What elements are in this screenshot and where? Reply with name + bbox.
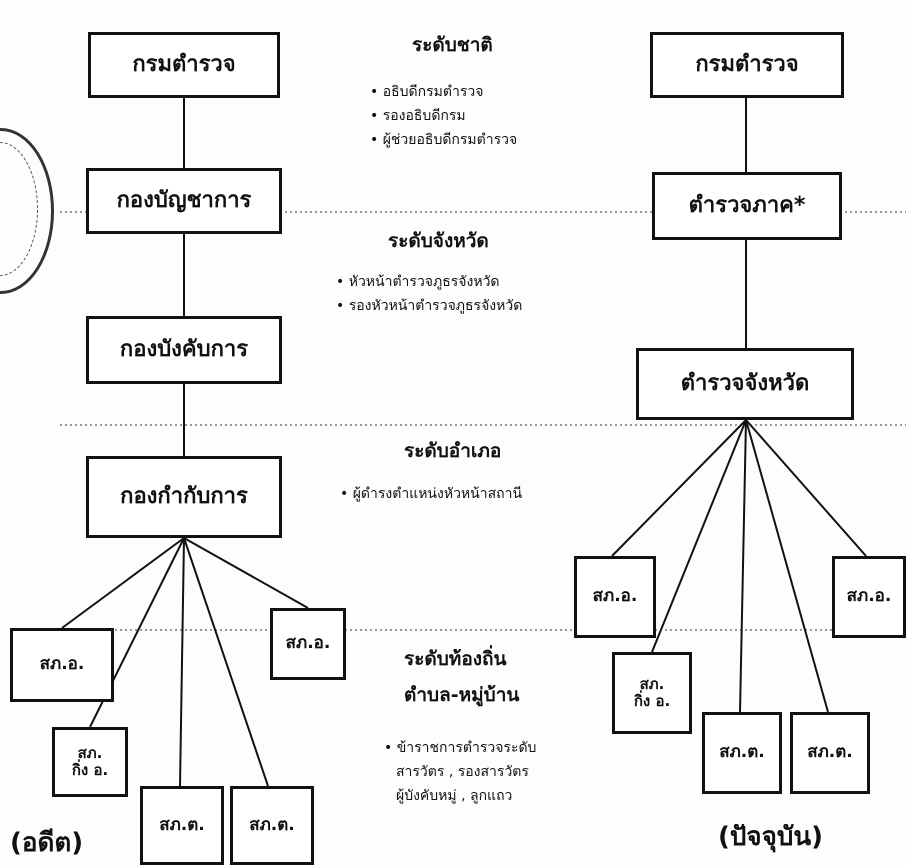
present-province-box: ตำรวจจังหวัด bbox=[636, 348, 854, 420]
local-level-list: ข้าราชการตำรวจระดับ bbox=[384, 736, 537, 760]
past-fan-3 bbox=[179, 537, 185, 787]
national-level-item: อธิบดีกรมตำรวจ bbox=[370, 80, 517, 104]
past-station-label-2b: กิ่ง อ. bbox=[71, 761, 109, 779]
past-subdivision-label: กองกำกับการ bbox=[120, 484, 248, 510]
past-station-label-4: สภ.ต. bbox=[249, 814, 295, 835]
provincial-level-item: หัวหน้าตำรวจภูธรจังหวัด bbox=[336, 270, 522, 294]
past-fan-5 bbox=[183, 537, 309, 609]
local-level-heading-2: ตำบล-หมู่บ้าน bbox=[404, 684, 520, 706]
local-level-item: ข้าราชการตำรวจระดับ bbox=[384, 736, 537, 760]
local-level-heading-1: ระดับท้องถิ่น bbox=[404, 648, 507, 670]
national-level-list: อธิบดีกรมตำรวจ รองอธิบดีกรม ผู้ช่วยอธิบด… bbox=[370, 80, 517, 152]
present-caption: (ปัจจุบัน) bbox=[718, 822, 824, 852]
past-station-box-1: สภ.อ. bbox=[10, 628, 114, 702]
district-level-heading: ระดับอำเภอ bbox=[404, 440, 502, 462]
present-station-box-1: สภ.อ. bbox=[574, 556, 656, 638]
provincial-level-heading: ระดับจังหวัด bbox=[388, 230, 489, 252]
past-station-box-2: สภ. กิ่ง อ. bbox=[52, 727, 128, 797]
present-station-label-2a: สภ. bbox=[639, 674, 665, 693]
past-caption: (อดีต) bbox=[10, 828, 84, 858]
present-station-box-2: สภ. กิ่ง อ. bbox=[612, 652, 692, 734]
past-station-label-1: สภ.อ. bbox=[39, 654, 85, 675]
local-level-item: สารวัตร , รองสารวัตร bbox=[396, 764, 529, 780]
past-station-box-5: สภ.อ. bbox=[270, 608, 346, 680]
present-region-label: ตำรวจภาค* bbox=[688, 193, 806, 219]
past-station-label-2a: สภ. bbox=[77, 743, 103, 762]
past-command-box: กองบัญชาการ bbox=[86, 168, 282, 234]
present-station-label-2b: กิ่ง อ. bbox=[633, 692, 671, 710]
past-station-label-3: สภ.ต. bbox=[159, 814, 205, 835]
present-fan-3 bbox=[739, 419, 747, 713]
present-fan-5 bbox=[745, 419, 867, 557]
present-dept-box: กรมตำรวจ bbox=[650, 32, 844, 98]
present-dept-label: กรมตำรวจ bbox=[695, 52, 799, 78]
past-station-box-4: สภ.ต. bbox=[230, 786, 314, 865]
past-dept-label: กรมตำรวจ bbox=[132, 52, 236, 78]
present-fan-2 bbox=[651, 419, 747, 653]
present-province-label: ตำรวจจังหวัด bbox=[680, 371, 810, 397]
past-fan-4 bbox=[183, 537, 269, 787]
district-level-list: ผู้ดำรงตำแหน่งหัวหน้าสถานี bbox=[340, 482, 522, 506]
present-fan-1 bbox=[611, 419, 747, 557]
present-region-box: ตำรวจภาค* bbox=[652, 172, 842, 240]
present-station-box-5: สภ.อ. bbox=[832, 556, 906, 638]
national-level-item: รองอธิบดีกรม bbox=[370, 104, 517, 128]
district-level-item: ผู้ดำรงตำแหน่งหัวหน้าสถานี bbox=[340, 482, 522, 506]
past-fan-1 bbox=[61, 537, 185, 629]
past-station-label-5: สภ.อ. bbox=[285, 633, 331, 654]
national-level-heading: ระดับชาติ bbox=[412, 34, 493, 56]
present-station-box-3: สภ.ต. bbox=[702, 712, 782, 794]
past-subdivision-box: กองกำกับการ bbox=[86, 456, 282, 538]
past-dept-box: กรมตำรวจ bbox=[88, 32, 280, 98]
present-station-box-4: สภ.ต. bbox=[790, 712, 870, 794]
present-station-label-4: สภ.ต. bbox=[807, 742, 853, 763]
local-level-item: ผู้บังคับหมู่ , ลูกแถว bbox=[396, 788, 513, 805]
past-division-label: กองบังคับการ bbox=[119, 337, 249, 363]
present-fan-4 bbox=[745, 419, 829, 713]
provincial-level-item: รองหัวหน้าตำรวจภูธรจังหวัด bbox=[336, 294, 523, 318]
past-station-box-3: สภ.ต. bbox=[140, 786, 224, 865]
present-station-label-1: สภ.อ. bbox=[592, 586, 638, 607]
national-level-item: ผู้ช่วยอธิบดีกรมตำรวจ bbox=[370, 128, 517, 152]
provincial-level-list: หัวหน้าตำรวจภูธรจังหวัด รองหัวหน้าตำรวจภ… bbox=[336, 270, 523, 318]
past-command-label: กองบัญชาการ bbox=[116, 188, 252, 214]
present-station-label-5: สภ.อ. bbox=[846, 586, 892, 607]
past-division-box: กองบังคับการ bbox=[86, 316, 282, 384]
present-station-label-3: สภ.ต. bbox=[719, 742, 765, 763]
local-level-continuation: สารวัตร , รองสารวัตร ผู้บังคับหมู่ , ลูก… bbox=[396, 760, 529, 808]
